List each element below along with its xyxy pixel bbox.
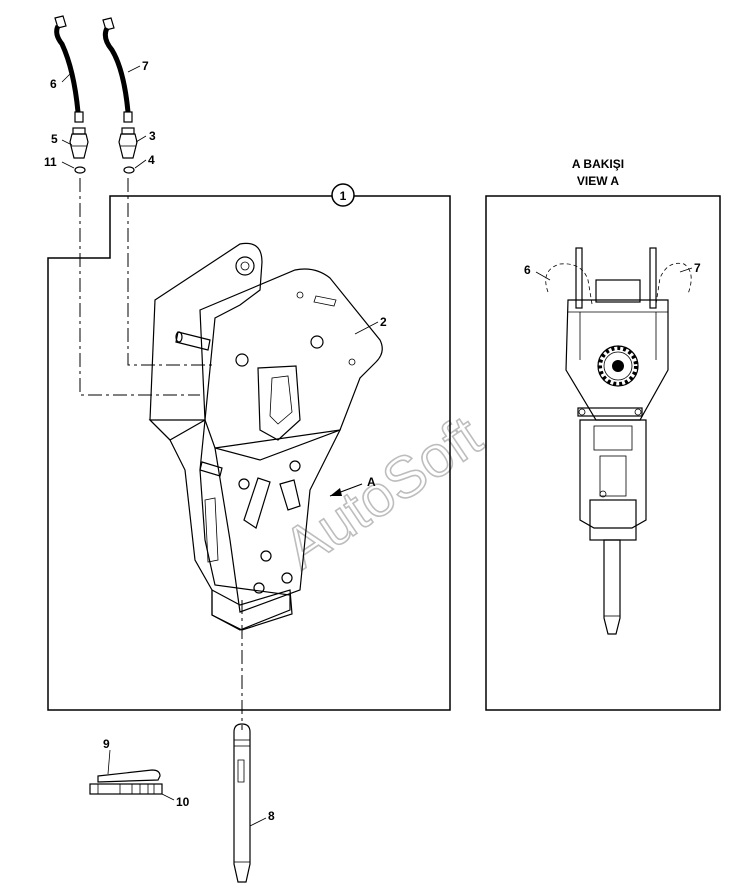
hose-6 xyxy=(54,15,84,123)
breaker-assembly xyxy=(148,242,383,631)
svg-text:5: 5 xyxy=(51,132,58,146)
callout-leaders-top xyxy=(61,65,147,169)
retaining-bar-10: 10 xyxy=(89,783,190,809)
o-ring-4 xyxy=(123,166,135,174)
view-a-drawing xyxy=(545,247,692,635)
svg-text:2: 2 xyxy=(380,315,387,329)
view-a-frame xyxy=(485,195,721,711)
o-ring-11 xyxy=(74,166,86,174)
svg-text:A: A xyxy=(367,475,376,489)
svg-text:9: 9 xyxy=(103,737,110,751)
view-callout-7: 7 xyxy=(679,261,701,275)
callout-2: 2 xyxy=(354,315,387,335)
svg-text:4: 4 xyxy=(148,153,155,167)
fitting-3 xyxy=(118,127,138,159)
svg-text:VIEW A: VIEW A xyxy=(577,174,620,188)
svg-text:10: 10 xyxy=(176,795,190,809)
callout-4: 4 xyxy=(148,153,155,167)
callout-5: 5 xyxy=(51,132,58,146)
svg-text:6: 6 xyxy=(524,263,531,277)
callout-11: 11 xyxy=(44,155,57,169)
callout-7: 7 xyxy=(142,59,149,73)
callout-1: 1 xyxy=(331,183,355,207)
view-a-title: A BAKIŞI VIEW A xyxy=(572,157,624,188)
svg-text:3: 3 xyxy=(149,129,156,143)
main-assembly-frame xyxy=(47,195,451,711)
svg-text:7: 7 xyxy=(142,59,149,73)
hose-7 xyxy=(102,17,133,123)
assembly-centerlines xyxy=(79,178,243,730)
svg-text:6: 6 xyxy=(50,77,57,91)
svg-text:1: 1 xyxy=(340,189,347,203)
chisel-8: 8 xyxy=(233,723,275,883)
view-arrow-a: A xyxy=(329,475,376,497)
svg-text:11: 11 xyxy=(44,155,57,169)
watermark: AutoSoft xyxy=(271,402,493,582)
retaining-pin-9: 9 xyxy=(97,737,161,783)
svg-text:A BAKIŞI: A BAKIŞI xyxy=(572,157,624,171)
view-callout-6: 6 xyxy=(524,263,551,281)
svg-text:8: 8 xyxy=(268,809,275,823)
svg-text:AutoSoft: AutoSoft xyxy=(272,403,493,581)
svg-text:7: 7 xyxy=(694,261,701,275)
callout-6: 6 xyxy=(50,77,57,91)
callout-3: 3 xyxy=(149,129,156,143)
fitting-5 xyxy=(69,127,89,159)
